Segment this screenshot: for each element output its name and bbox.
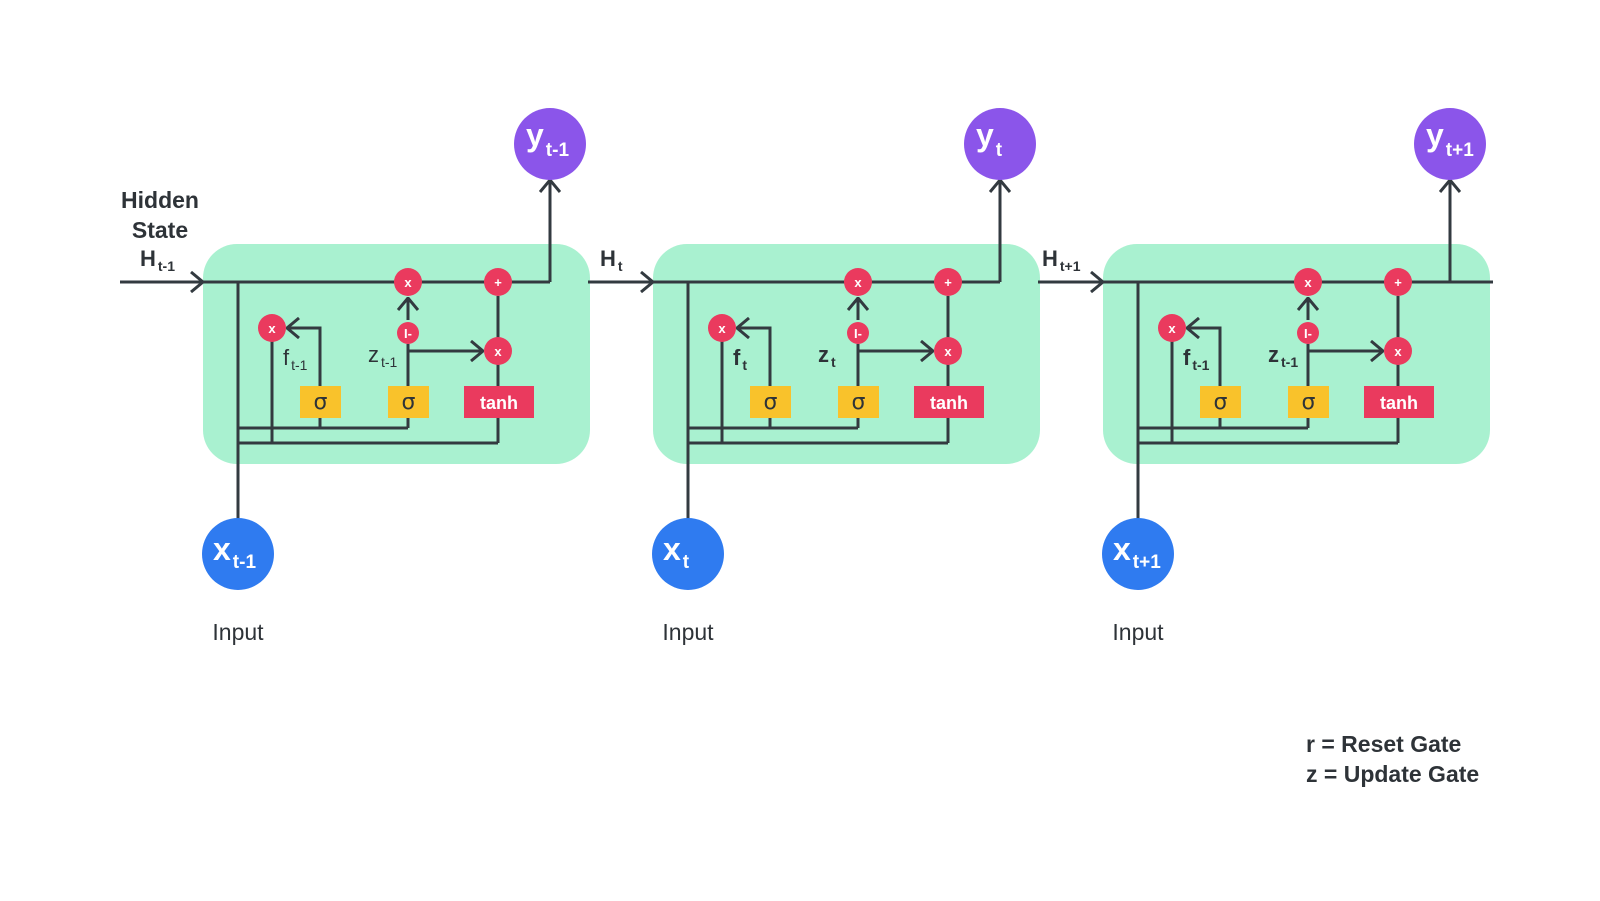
cell-3-add-node-label: + (1394, 275, 1402, 290)
cell-3-one-minus-node-label: I- (1304, 326, 1312, 341)
cell-1-add-node-label: + (494, 275, 502, 290)
cell-1-one-minus-node (397, 322, 419, 344)
cell-2-reset-multiply-node-label: x (718, 321, 726, 336)
cell-2-candidate-multiply-node-label: x (944, 344, 952, 359)
cell-1-candidate-multiply-node (484, 337, 512, 365)
cell-1-tanh-gate-label: tanh (480, 393, 518, 413)
cell-3-reset-multiply-node (1158, 314, 1186, 342)
cell-2-sigma-gate-1 (750, 386, 791, 418)
cell-3-input-node (1102, 518, 1174, 590)
cell-2-add-node (934, 268, 962, 296)
cell-3-one-minus-node (1297, 322, 1319, 344)
cell-1-sigma-gate-2-label: σ (402, 390, 416, 415)
cell-2-sigma-gate-1-label: σ (764, 390, 778, 415)
cell-1-input-caption: Input (212, 619, 264, 645)
cell-2-output-node (964, 108, 1036, 180)
cell-2-add-node-label: + (944, 275, 952, 290)
cell-1-update-multiply-node (394, 268, 422, 296)
cell-3-output-node (1414, 108, 1486, 180)
cell-2-input-node (652, 518, 724, 590)
cell-2-update-multiply-node (844, 268, 872, 296)
cell-1-add-node (484, 268, 512, 296)
cell-2-reset-multiply-node (708, 314, 736, 342)
cell-3-tanh-gate (1364, 386, 1434, 418)
hidden-state-label-line2: State (132, 217, 188, 243)
cell-1-input-node (202, 518, 274, 590)
cell-1-sigma-gate-2 (388, 386, 429, 418)
legend-reset-gate: r = Reset Gate (1306, 731, 1461, 757)
cell-2-f-path (737, 328, 772, 386)
cell-3-add-node (1384, 268, 1412, 296)
cell-3-candidate-multiply-node-label: x (1394, 344, 1402, 359)
cell-3-sigma-gate-2-label: σ (1302, 390, 1316, 415)
cell-1-candidate-multiply-node-label: x (494, 344, 502, 359)
cell-2-sigma-gate-2-label: σ (852, 390, 866, 415)
cell-3-f-path (1187, 328, 1222, 386)
legend-update-gate: z = Update Gate (1306, 761, 1479, 787)
cell-2-tanh-gate (914, 386, 984, 418)
cell-3-candidate-multiply-node (1384, 337, 1412, 365)
cell-2-one-minus-node-label: I- (854, 326, 862, 341)
cell-2-input-caption: Input (662, 619, 714, 645)
cell-2-one-minus-node (847, 322, 869, 344)
cell-1-one-minus-node-label: I- (404, 326, 412, 341)
cell-3-sigma-gate-1-label: σ (1214, 390, 1228, 415)
cell-3-input-caption: Input (1112, 619, 1164, 645)
cell-1-output-node (514, 108, 586, 180)
cell-2-candidate-multiply-node (934, 337, 962, 365)
cell-3-sigma-gate-2 (1288, 386, 1329, 418)
cell-3-update-multiply-node (1294, 268, 1322, 296)
cell-1-update-multiply-node-label: x (404, 275, 412, 290)
cell-1-f-path (287, 328, 322, 386)
cell-1-reset-multiply-node (258, 314, 286, 342)
cell-3-reset-multiply-node-label: x (1168, 321, 1176, 336)
cell-1-reset-multiply-node-label: x (268, 321, 276, 336)
cell-3-tanh-gate-label: tanh (1380, 393, 1418, 413)
cell-2-update-multiply-node-label: x (854, 275, 862, 290)
cell-1-tanh-gate (464, 386, 534, 418)
cell-1-sigma-gate-1 (300, 386, 341, 418)
hidden-state-label-line1: Hidden (121, 187, 199, 213)
cell-2-tanh-gate-label: tanh (930, 393, 968, 413)
cell-3-sigma-gate-1 (1200, 386, 1241, 418)
cell-2-sigma-gate-2 (838, 386, 879, 418)
cell-3-update-multiply-node-label: x (1304, 275, 1312, 290)
cell-1-sigma-gate-1-label: σ (314, 390, 328, 415)
